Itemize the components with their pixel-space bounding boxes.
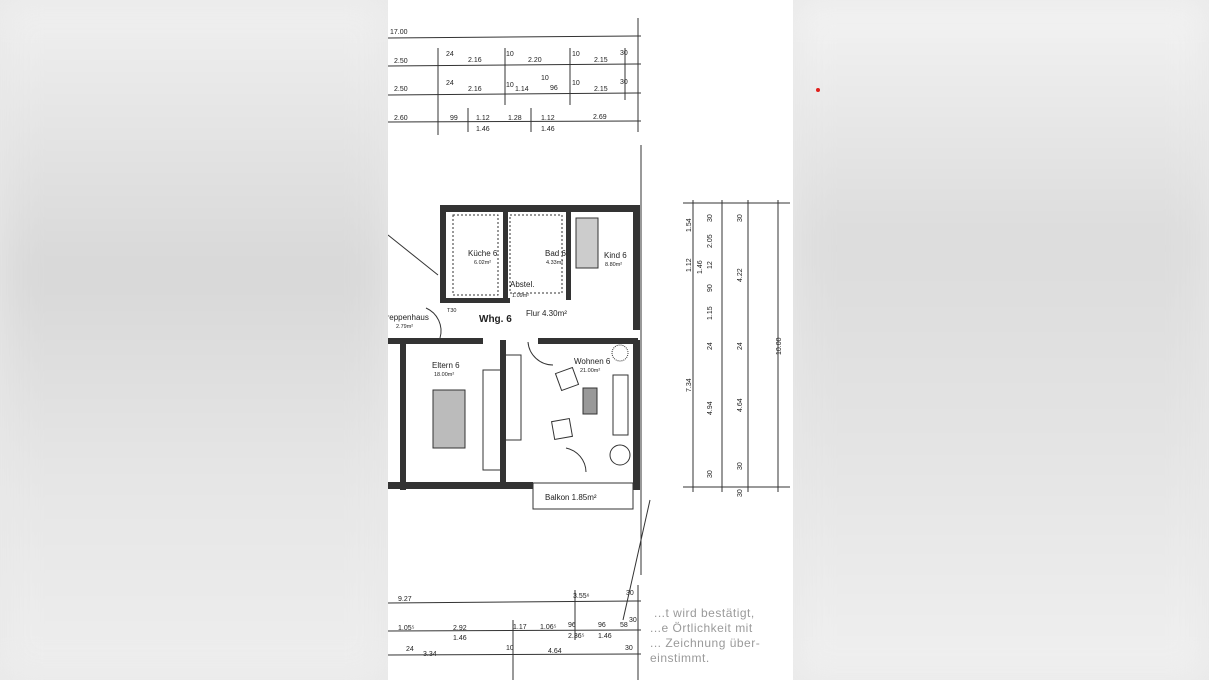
stamp-line: ...t wird bestätigt,: [654, 606, 755, 620]
dimension-label: 58: [620, 622, 628, 629]
room-label-flur: Flur 4.30m²: [526, 309, 567, 318]
dimension-label: 4.94: [707, 401, 714, 415]
dimension-label: 10: [572, 51, 580, 58]
dimension-label: 1.05⁵: [398, 625, 415, 632]
dimension-label: 24: [707, 342, 714, 350]
stamp-text: ...t wird bestätigt,...e Örtlichkeit mit…: [650, 606, 760, 665]
dimension-label: 10: [506, 645, 514, 652]
dimension-label: 10: [541, 75, 549, 82]
door-rating-t30: T30: [447, 308, 456, 314]
dimension-label: 30: [707, 214, 714, 222]
room-label-kueche: Küche 6: [468, 249, 498, 258]
dimension-label: 10: [506, 82, 514, 89]
dimension-label: 10: [572, 80, 580, 87]
room-label-eltern: Eltern 6: [432, 361, 460, 370]
dimension-label: 1.17: [513, 624, 527, 631]
dimension-label: 24: [737, 342, 744, 350]
dimension-label: 1.12: [541, 115, 555, 122]
red-marker-dot: [816, 88, 820, 92]
floor-plan-image: Treppenhaus 2.79m² T30 Küche 6 6.02m² Ba…: [388, 0, 793, 680]
room-label-abstell: Abstel.: [510, 280, 534, 289]
dimension-label: 30: [629, 617, 637, 624]
dimension-label: 99: [450, 115, 458, 122]
dimension-label: 1.12: [686, 258, 693, 272]
dimension-label: 2.50: [394, 86, 408, 93]
dimension-label: 30: [620, 79, 628, 86]
room-area-treppenhaus: 2.79m²: [396, 324, 413, 330]
room-area-bad: 4.33m²: [546, 260, 563, 266]
room-area-kind: 8.80m²: [605, 262, 622, 268]
room-area-abstell: 1.09m²: [512, 293, 529, 299]
dimension-label: 1.12: [476, 115, 490, 122]
dimension-label: 1.46: [453, 635, 467, 642]
dimension-label: 4.22: [737, 268, 744, 282]
room-area-eltern: 18.00m²: [434, 372, 454, 378]
apartment-label: Whg. 6: [479, 314, 512, 325]
room-area-wohnen: 21.00m²: [580, 368, 600, 374]
dimension-label: 2.15: [594, 86, 608, 93]
dimension-label: 2.60: [394, 115, 408, 122]
dimension-label: 1.06⁵: [540, 624, 557, 631]
dimension-label: 2.92: [453, 625, 467, 632]
dimension-label: 2.50: [394, 58, 408, 65]
dimension-label: 1.46: [598, 633, 612, 640]
room-label-wohnen: Wohnen 6: [574, 357, 611, 366]
room-label-treppenhaus: Treppenhaus: [388, 313, 429, 322]
dimension-label: 1.46: [541, 126, 555, 133]
stamp-line: einstimmt.: [650, 651, 710, 665]
blurred-backdrop-right: [793, 0, 1209, 680]
dimension-label: 24: [446, 80, 454, 87]
dimension-label: 30: [737, 214, 744, 222]
dimension-label: 17.00: [390, 29, 408, 36]
dimension-label: 4.64: [548, 648, 562, 655]
dimension-label: 10: [506, 51, 514, 58]
room-label-kind: Kind 6: [604, 251, 627, 260]
dimension-label: 7.34: [686, 378, 693, 392]
room-area-kueche: 6.02m²: [474, 260, 491, 266]
dimension-label: 2.15: [594, 57, 608, 64]
dimension-label: 1.14: [515, 86, 529, 93]
stamp-line: ...e Örtlichkeit mit: [650, 621, 753, 635]
floor-plan: Treppenhaus 2.79m² T30 Küche 6 6.02m² Ba…: [388, 18, 790, 680]
dimension-label: 1.28: [508, 115, 522, 122]
walls: [388, 205, 640, 490]
dimension-label: 2.20: [528, 57, 542, 64]
dimension-label: 30: [707, 470, 714, 478]
dimension-label: 1.54: [686, 218, 693, 232]
room-label-balkon: Balkon 1.85m²: [545, 493, 597, 502]
dimension-label: 2.16: [468, 57, 482, 64]
dimension-label: 96: [568, 622, 576, 629]
dimension-label: 24: [446, 51, 454, 58]
dimension-label: 30: [620, 50, 628, 57]
dimension-label: 3.55⁶: [573, 593, 590, 600]
dimension-label: 9.27: [398, 596, 412, 603]
dimension-label: 2.05: [707, 234, 714, 248]
dimension-label: 1.46: [697, 260, 704, 274]
dimension-label: 96: [550, 85, 558, 92]
dimension-label: 1.15: [707, 306, 714, 320]
dimension-label: 96: [598, 622, 606, 629]
dimension-label: 2.69: [593, 114, 607, 121]
dimension-label: 3.34: [423, 651, 437, 658]
dimension-label: 1.46: [476, 126, 490, 133]
dimension-labels: 17.00 2.50 24 2.16 10 2.20 10 2.15 30 2.50 24 2.16 1…: [390, 29, 783, 658]
fixtures: [388, 214, 634, 510]
blurred-backdrop-left: [0, 0, 388, 680]
dimension-label: 2.16: [468, 86, 482, 93]
dimension-lines: [388, 18, 790, 680]
dimension-label: 24: [406, 646, 414, 653]
dimension-label: 12: [707, 261, 714, 269]
stamp-line: ... Zeichnung über-: [650, 636, 760, 650]
dimension-label: 30: [626, 590, 634, 597]
dimension-label: 30: [737, 462, 744, 470]
dimension-label: 30: [625, 645, 633, 652]
dimension-label: 10.00: [776, 337, 783, 355]
dimension-label: 90: [707, 284, 714, 292]
dimension-label: 30: [737, 489, 744, 497]
dimension-label: 4.64: [737, 398, 744, 412]
room-label-bad: Bad 6: [545, 249, 566, 258]
dimension-label: 2.36⁵: [568, 633, 585, 640]
